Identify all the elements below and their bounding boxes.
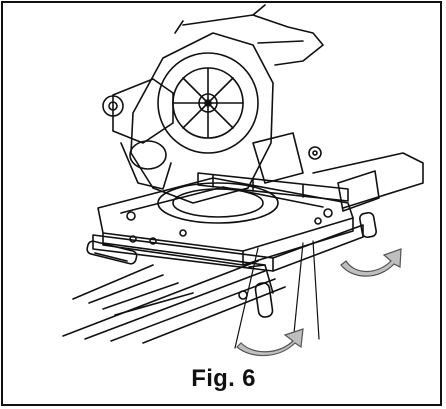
column [252,132,322,184]
figure-frame: Fig. 6 [1,1,442,406]
motor-housing [102,78,174,190]
front-rail-frame [92,224,364,272]
miter-saw-illustration [62,4,424,357]
extension-rails [62,260,286,344]
curved-rotation-arrow-icon [236,328,304,357]
right-extension [312,152,424,239]
fasteners [129,208,333,300]
curved-rotation-arrow-icon [340,248,402,277]
figure-caption: Fig. 6 [191,365,256,392]
front-left-handle [86,240,138,265]
fence [197,172,349,202]
blade-assembly [130,4,324,204]
front-right-handle [248,264,274,318]
